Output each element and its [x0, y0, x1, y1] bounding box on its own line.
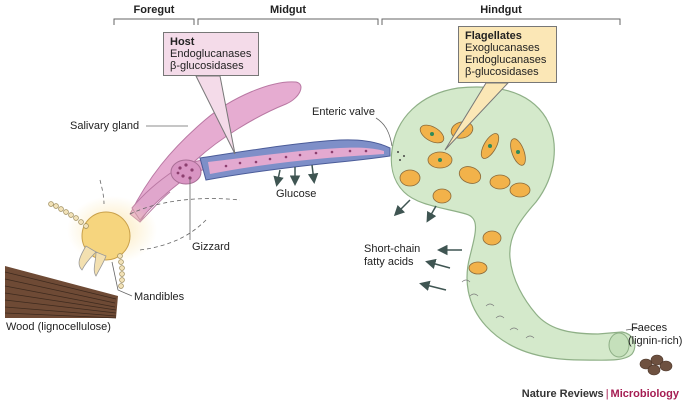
- host-title: Host: [170, 36, 195, 48]
- brand-separator: |: [605, 388, 609, 400]
- salivary-gland-label: Salivary gland: [70, 120, 140, 132]
- brand-subject: Microbiology: [610, 388, 679, 400]
- hindgut-opening: [608, 332, 630, 358]
- mandibles-label: Mandibles: [134, 291, 185, 303]
- section-foregut-label: Foregut: [133, 4, 175, 16]
- faeces-pellets: [639, 354, 673, 376]
- wood-block: [4, 266, 118, 319]
- hindgut-paunch: [390, 86, 636, 361]
- arrows: [273, 164, 462, 291]
- section-hindgut-label: Hindgut: [480, 4, 522, 16]
- enteric-valve-label: Enteric valve: [312, 106, 375, 118]
- termite-head: [81, 211, 131, 261]
- faeces-label-line2: (lignin-rich): [628, 335, 683, 347]
- section-brackets: [113, 18, 621, 25]
- flagellates-enzymes-box: Flagellates Exoglucanases Endoglucanases…: [458, 26, 557, 83]
- flagellates-title: Flagellates: [465, 30, 522, 42]
- publisher-credit: Nature Reviews|Microbiology: [522, 388, 679, 400]
- scfa-label-line2: fatty acids: [364, 256, 414, 268]
- flagellates-enzyme-1: Exoglucanases: [465, 42, 540, 54]
- section-midgut-label: Midgut: [269, 4, 307, 16]
- gizzard-label: Gizzard: [192, 241, 230, 253]
- host-enzyme-1: Endoglucanases: [170, 48, 252, 60]
- flagellates-enzyme-2: Endoglucanases: [465, 54, 547, 66]
- host-enzyme-2: β-glucosidases: [170, 60, 244, 72]
- wood-label: Wood (lignocellulose): [6, 321, 111, 333]
- flagellates-enzyme-3: β-glucosidases: [465, 66, 539, 78]
- scfa-label-line1: Short-chain: [364, 243, 421, 255]
- glucose-label: Glucose: [276, 188, 317, 200]
- antennae: [48, 201, 125, 289]
- gizzard-shape: [170, 159, 202, 185]
- brand-journal: Nature Reviews: [521, 388, 604, 400]
- faeces-label-line1: Faeces: [631, 322, 668, 334]
- midgut-tube: [199, 139, 391, 181]
- host-enzymes-box: Host Endoglucanases β-glucosidases: [163, 32, 259, 76]
